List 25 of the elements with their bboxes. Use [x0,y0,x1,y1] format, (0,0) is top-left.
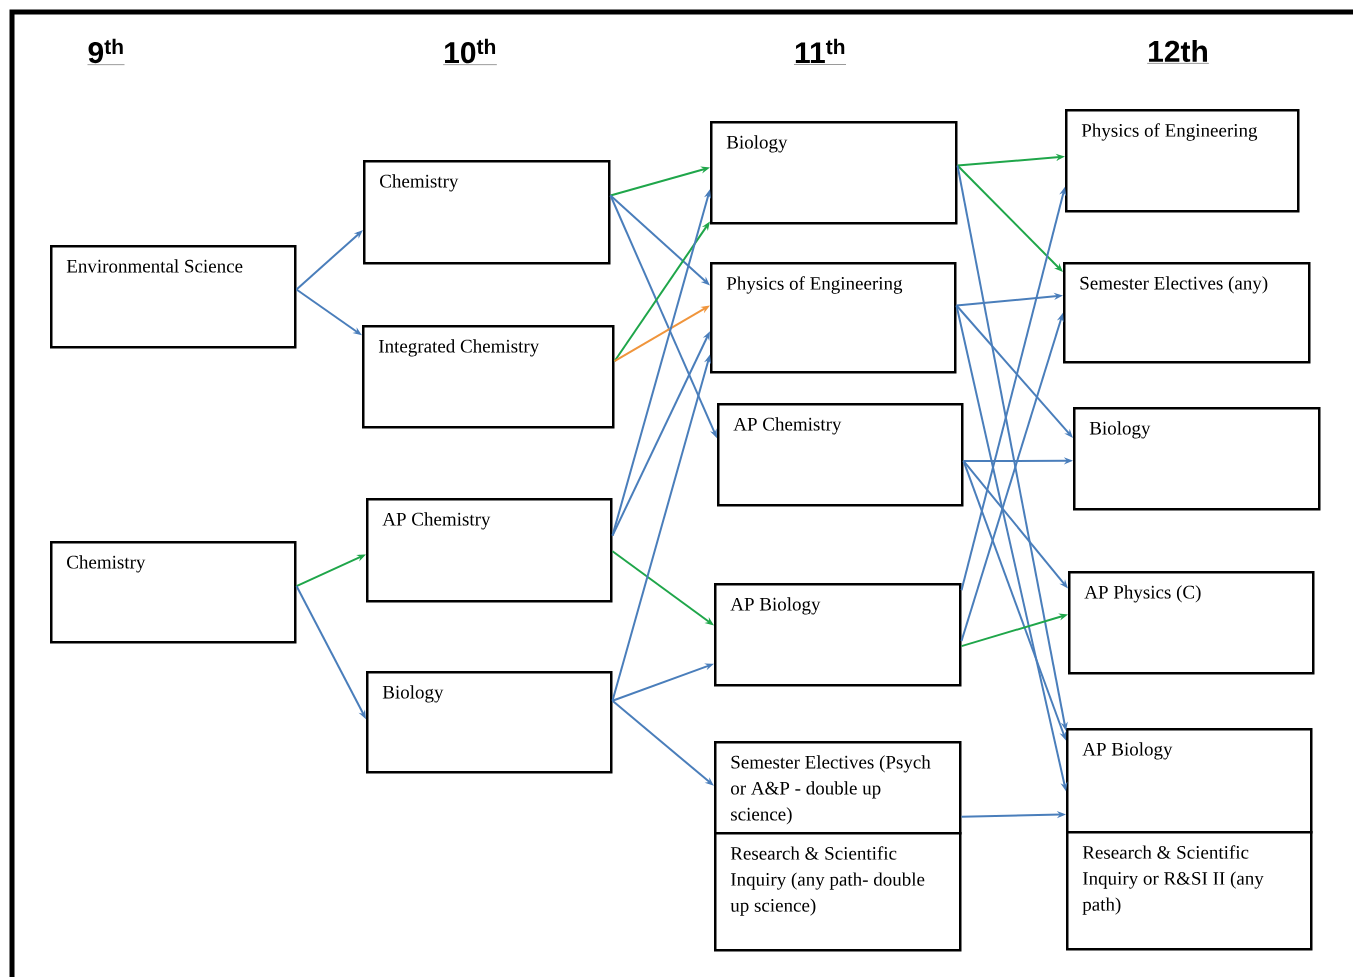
grade-heading: 11$^{th}$ [793,38,847,65]
grade-heading: 9$^{th}$ [87,38,125,65]
course-box: AP Biology [1066,728,1313,834]
course-box: Integrated Chemistry [362,325,615,429]
course-box: Biology [1073,407,1321,511]
grade-heading: 12th [1146,40,1210,64]
arrow [611,699,714,786]
course-box: Chemistry [50,541,297,644]
course-box: Chemistry [363,160,611,265]
grade-heading: 10$^{th}$ [442,38,498,65]
course-box: AP Physics (C) [1068,571,1315,675]
arrow [955,304,1073,438]
course-box: Research & Scientific Inquiry (any path- double up science) [714,832,962,952]
course-box: Semester Electives (Psych or A&P - double up science) [714,741,962,835]
course-box: Physics of Engineering [710,262,957,374]
course-box: Environmental Science [50,245,297,349]
course-box: Biology [710,121,958,225]
course-box: Semester Electives (any) [1063,262,1311,364]
course-box: AP Biology [714,583,962,687]
course-box: Biology [366,671,613,774]
course-box: Physics of Engineering [1065,109,1300,213]
course-box: Research & Scientific Inquiry or R&SI II (any path) [1066,831,1313,951]
course-box: AP Chemistry [366,498,613,603]
arrow [295,230,363,291]
course-box: AP Chemistry [717,403,964,507]
